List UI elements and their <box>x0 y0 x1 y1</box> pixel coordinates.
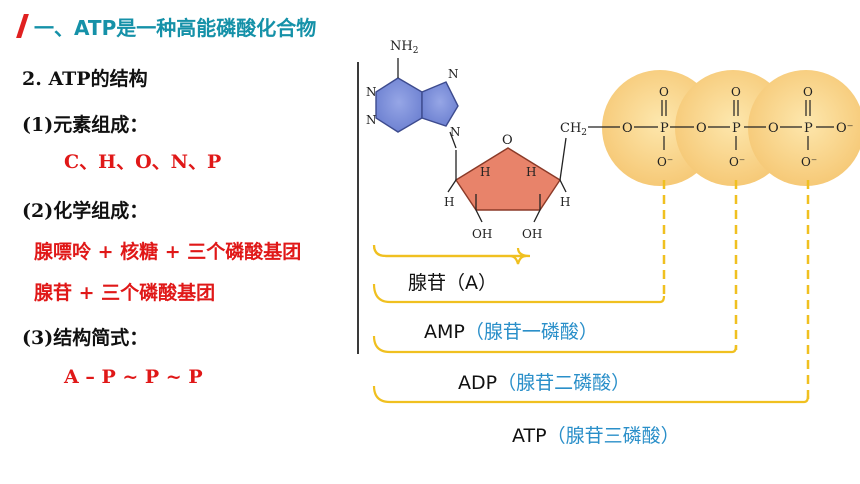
header-title: 一、ATP是一种高能磷酸化合物 <box>34 16 317 40</box>
atom-n3: N <box>366 113 377 127</box>
vertical-divider <box>357 62 359 354</box>
ring-oxygen: O <box>502 133 513 148</box>
adenosine-label: 腺苷（A） <box>408 268 497 295</box>
header-bar: 一、ATP是一种高能磷酸化合物 <box>0 0 860 50</box>
hydroxyl-3: OH <box>522 227 542 241</box>
bridge-o-1: O <box>622 121 633 136</box>
atp-name: （腺苷三磷酸） <box>546 425 680 447</box>
header-accent-stripe <box>16 14 29 38</box>
amp-label: AMP（腺苷一磷酸） <box>424 317 598 344</box>
adp-code: ADP <box>458 372 498 394</box>
o-minus-2: O⁻ <box>729 155 745 169</box>
atom-h1: H <box>444 195 454 209</box>
atom-h3: H <box>526 165 536 179</box>
item1-value: C、H、O、N、P <box>64 151 222 173</box>
item2-value-line2: 腺苷 + 三个磷酸基团 <box>34 282 216 304</box>
o-minus-1: O⁻ <box>657 155 673 169</box>
double-o-3: O <box>803 85 813 99</box>
phosphate-sphere-3 <box>748 70 860 186</box>
phosphorus-2: P <box>732 121 741 136</box>
section-title: 2. ATP的结构 <box>22 68 148 90</box>
atom-n7: N <box>448 67 459 81</box>
phosphorus-1: P <box>660 121 669 136</box>
adp-label: ADP（腺苷二磷酸） <box>458 368 630 395</box>
amp-code: AMP <box>424 321 465 343</box>
atom-h2: H <box>480 165 490 179</box>
phosphorus-3: P <box>804 121 813 136</box>
item2-value-line1: 腺嘌呤 + 核糖 + 三个磷酸基团 <box>34 241 302 263</box>
ribose-ring <box>455 147 561 211</box>
atom-n9: N <box>450 125 461 139</box>
terminal-o-minus: O⁻ <box>836 121 854 136</box>
atp-code: ATP <box>512 425 547 447</box>
adenine-five-ring <box>421 81 459 127</box>
atp-structure-diagram: NH2 N N N N O H H H H OH OH CH2 O P O P … <box>366 39 860 404</box>
double-o-1: O <box>659 85 669 99</box>
o-minus-3: O⁻ <box>801 155 817 169</box>
adp-name: （腺苷二磷酸） <box>497 372 631 394</box>
atom-h4: H <box>560 195 570 209</box>
ch2-label: CH2 <box>560 121 587 138</box>
adenine-six-ring <box>375 77 423 133</box>
item3-label: (3)结构简式： <box>22 327 149 349</box>
double-o-2: O <box>731 85 741 99</box>
bridge-o-2: O <box>696 121 707 136</box>
atom-n1: N <box>366 85 377 99</box>
nh2-label: NH2 <box>390 39 418 56</box>
item2-label: (2)化学组成： <box>22 200 149 222</box>
bridge-o-3: O <box>768 121 779 136</box>
atp-label: ATP（腺苷三磷酸） <box>512 421 680 448</box>
item1-label: (1)元素组成： <box>22 114 149 136</box>
adenosine-text: 腺苷（A） <box>408 272 497 294</box>
hydroxyl-2: OH <box>472 227 492 241</box>
amp-name: （腺苷一磷酸） <box>464 321 598 343</box>
item3-value: A – P ~ P ~ P <box>64 366 203 388</box>
